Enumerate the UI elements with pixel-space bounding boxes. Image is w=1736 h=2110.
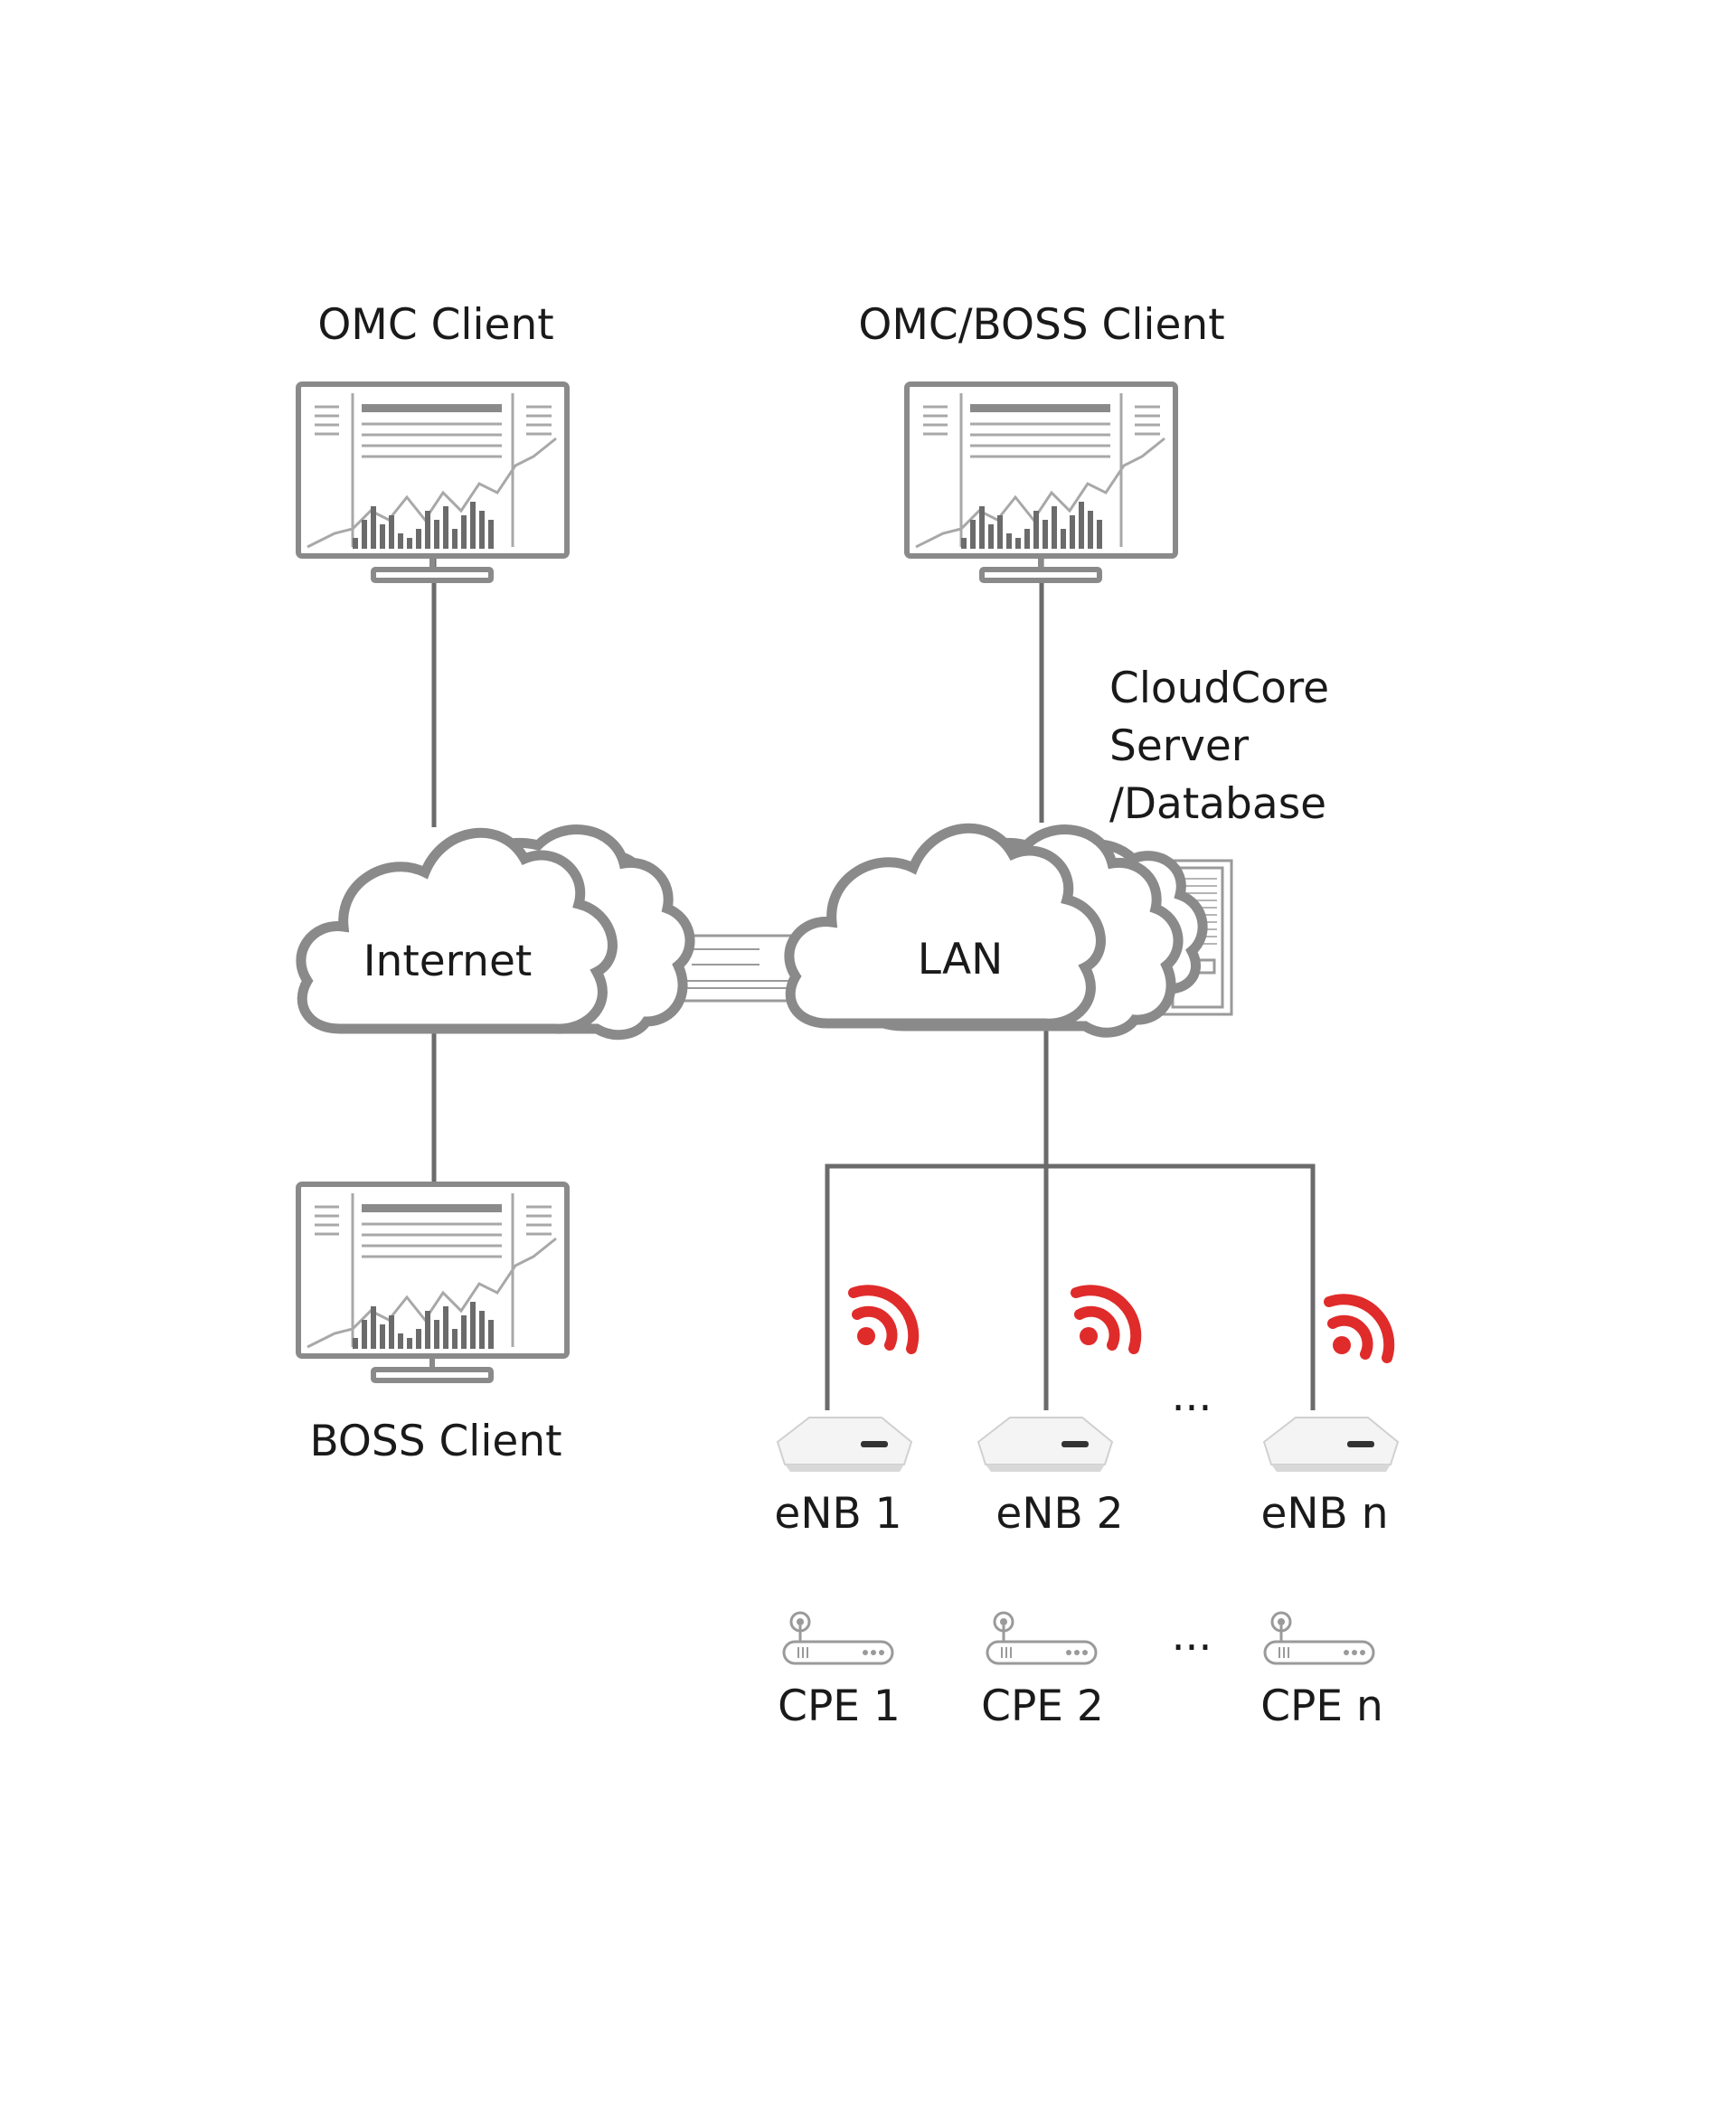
lan-label: LAN (918, 935, 1004, 984)
wifi-signal-icon-n (1324, 1294, 1395, 1363)
lan-cloud (784, 823, 1208, 1038)
cpe-label-2: CPE 2 (981, 1681, 1104, 1731)
enb-label-1: eNB 1 (774, 1489, 901, 1539)
cpe-device-icon-n[interactable] (1263, 1611, 1375, 1665)
server-label-line3: /Database (1109, 779, 1326, 829)
wifi-signal-icon-2 (1071, 1285, 1142, 1354)
boss-client-label: BOSS Client (309, 1417, 561, 1466)
omc-client-label: OMC Client (317, 300, 553, 350)
enb-device-icon-2[interactable] (976, 1417, 1114, 1472)
monitor-boss-client[interactable] (296, 1182, 570, 1383)
connection-lines (431, 556, 1316, 1410)
server-label-line1: CloudCore (1109, 664, 1329, 713)
cpe-label-1: CPE 1 (778, 1681, 901, 1731)
cpe-device-icon-2[interactable] (986, 1611, 1098, 1665)
cpe-device-icon-1[interactable] (782, 1611, 894, 1665)
server-label-line2: Server (1109, 721, 1250, 771)
enb-device-icon-n[interactable] (1262, 1417, 1400, 1472)
enb-device-icon-1[interactable] (776, 1417, 913, 1472)
internet-label: Internet (363, 937, 533, 986)
enb-bus-line (825, 1163, 1316, 1410)
internet-cloud (296, 824, 695, 1041)
monitor-omc-client[interactable] (296, 381, 570, 583)
wifi-signal-icon-1 (848, 1285, 920, 1354)
omc-boss-client-label: OMC/BOSS Client (858, 300, 1224, 350)
enb-ellipsis: ... (1172, 1371, 1212, 1421)
cpe-label-n: CPE n (1260, 1681, 1383, 1731)
enb-label-2: eNB 2 (995, 1489, 1123, 1539)
monitor-omc-boss-client[interactable] (904, 381, 1178, 583)
cpe-ellipsis: ... (1172, 1611, 1212, 1661)
enb-label-n: eNB n (1260, 1489, 1388, 1539)
